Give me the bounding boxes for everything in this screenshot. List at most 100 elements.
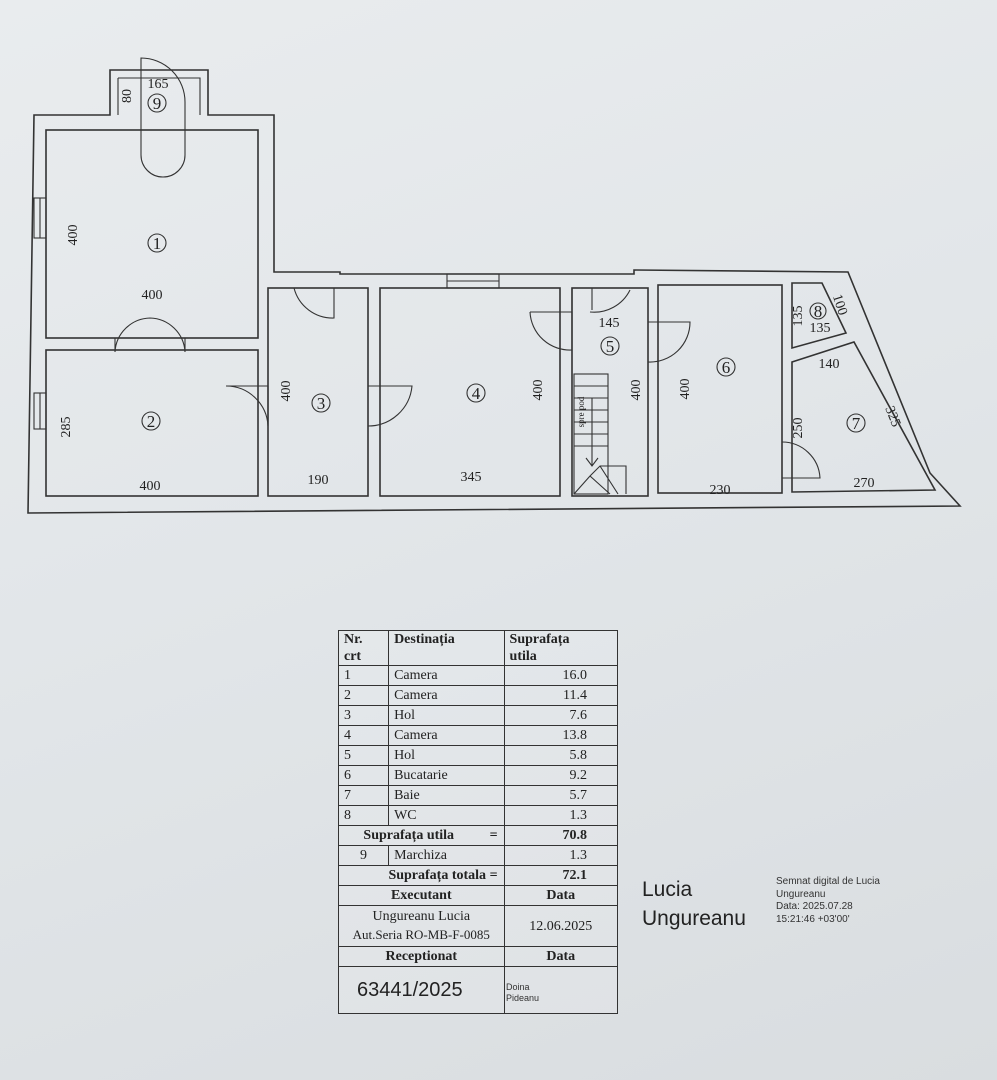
row-nr: 7 xyxy=(337,785,390,806)
row-nr: 8 xyxy=(337,805,390,826)
room-number-6: 6 xyxy=(716,357,736,377)
dim-9-width: 165 xyxy=(148,77,169,92)
row-supr: 5.7 xyxy=(503,785,619,806)
svg-text:8: 8 xyxy=(814,302,823,321)
dim-4-height: 400 xyxy=(531,380,546,401)
sig-note-line: Ungureanu xyxy=(776,888,826,900)
svg-text:5: 5 xyxy=(606,337,615,356)
room-number-2: 2 xyxy=(141,411,161,431)
row-supr: 11.4 xyxy=(503,685,619,706)
row-nr: 4 xyxy=(337,725,390,746)
row-dest: Baie xyxy=(388,785,505,806)
dim-8-side: 100 xyxy=(829,293,850,318)
room-number-4: 4 xyxy=(466,383,486,403)
room-9-walls xyxy=(117,77,201,115)
dim-1-height: 400 xyxy=(66,225,81,246)
executant-row: Ungureanu Lucia Aut.Seria RO-MB-F-0085 1… xyxy=(338,905,619,947)
dim-9-height: 80 xyxy=(120,89,135,103)
dim-7-top: 140 xyxy=(819,357,840,372)
room-number-9: 9 xyxy=(147,93,167,113)
svg-text:2: 2 xyxy=(147,412,156,431)
total-eq: = xyxy=(489,868,498,883)
signer-first: Doina xyxy=(506,982,530,992)
row-nr: 3 xyxy=(337,705,390,726)
subtotal-eq: = xyxy=(489,828,498,843)
receptionat-header-row: Receptionat Data xyxy=(338,946,619,967)
row-dest: Camera xyxy=(388,725,505,746)
receptionat-signer: Doina Pideanu xyxy=(506,982,539,1004)
signature-name-last: Ungureanu xyxy=(642,907,746,930)
row-supr: 1.3 xyxy=(503,845,619,866)
doors xyxy=(114,57,821,479)
row-dest: Bucatarie xyxy=(388,765,505,786)
subtotal-value: 70.8 xyxy=(503,825,619,846)
dim-2-height: 285 xyxy=(59,417,74,438)
total-cell: Suprafața totala = xyxy=(338,865,505,886)
room-5-walls xyxy=(571,287,649,497)
header-suprafata: Suprafața utila xyxy=(503,630,619,666)
room-number-3: 3 xyxy=(311,393,331,413)
executant-name: Ungureanu Lucia xyxy=(372,909,471,924)
stairs xyxy=(573,373,627,495)
signer-last: Pideanu xyxy=(506,993,540,1003)
dim-8-height: 135 xyxy=(791,306,806,327)
room-number-8: 8 xyxy=(809,302,827,321)
executant-label: Executant xyxy=(338,885,505,906)
row-nr: 2 xyxy=(337,685,390,706)
executant-header-row: Executant Data xyxy=(338,885,619,906)
executant-cell: Ungureanu Lucia Aut.Seria RO-MB-F-0085 xyxy=(338,905,505,947)
svg-text:4: 4 xyxy=(472,384,481,403)
svg-text:7: 7 xyxy=(852,414,861,433)
row-dest: Hol xyxy=(388,745,505,766)
subtotal-label: Suprafața utila xyxy=(363,828,455,843)
row-supr: 7.6 xyxy=(503,705,619,726)
windows xyxy=(33,197,500,430)
subtotal-cell: Suprafața utila = xyxy=(338,825,505,846)
row-dest: Camera xyxy=(388,685,505,706)
svg-text:3: 3 xyxy=(317,394,326,413)
executant-auth: Aut.Seria RO-MB-F-0085 xyxy=(352,927,490,942)
room-number-7: 7 xyxy=(846,413,866,433)
dim-6-height: 400 xyxy=(678,379,693,400)
room-number-1: 1 xyxy=(147,233,167,253)
room-6-walls xyxy=(657,284,783,494)
dim-7-side: 325 xyxy=(881,404,903,429)
dim-8-width: 135 xyxy=(810,321,831,336)
row-nr: 9 xyxy=(337,845,390,866)
row-supr: 1.3 xyxy=(503,805,619,826)
room-7-walls xyxy=(791,341,937,493)
dim-1-width: 400 xyxy=(142,288,163,303)
receptionat-number: 63441/2025 xyxy=(338,966,505,1014)
total-label: Suprafața totala xyxy=(388,868,487,883)
sig-note-line: 15:21:46 +03'00' xyxy=(776,913,850,925)
dim-3-height: 400 xyxy=(279,381,294,402)
row-supr: 16.0 xyxy=(503,665,619,686)
stair-label: spre pod xyxy=(576,396,586,427)
row-dest: Camera xyxy=(388,665,505,686)
room-8-walls xyxy=(791,282,848,350)
receptionat-signature-cell xyxy=(503,966,619,1014)
svg-text:1: 1 xyxy=(153,234,162,253)
sig-note-line: Data: 2025.07.28 xyxy=(776,901,853,912)
row-dest: Hol xyxy=(388,705,505,726)
room-number-5: 5 xyxy=(600,336,620,356)
dim-2-width: 400 xyxy=(140,479,161,494)
total-value: 72.1 xyxy=(503,865,619,886)
row-nr: 5 xyxy=(337,745,390,766)
row-dest: Marchiza xyxy=(388,845,505,866)
dim-3-width: 190 xyxy=(308,473,329,488)
dim-5-width: 145 xyxy=(599,316,620,331)
dim-6-door: 250 xyxy=(791,418,806,439)
dim-6-width: 230 xyxy=(710,483,731,498)
outer-wall xyxy=(27,69,962,514)
row-dest: WC xyxy=(388,805,505,826)
row-supr: 13.8 xyxy=(503,725,619,746)
floor-plan: 9 1 2 3 4 5 6 7 8 165 80 400 400 285 400… xyxy=(27,57,962,514)
